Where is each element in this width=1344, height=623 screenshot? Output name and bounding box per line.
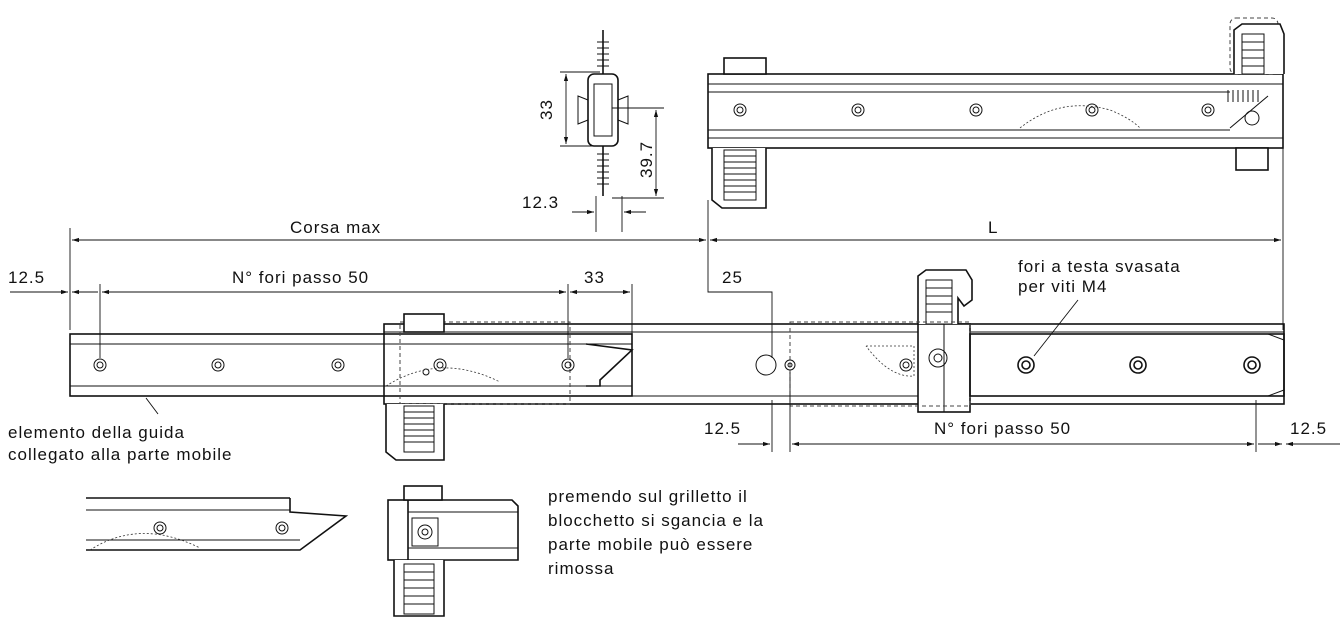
dimension-lines	[10, 148, 1340, 452]
section-total-label: 39.7	[637, 141, 656, 178]
premendo-note-line2: blocchetto si sgancia e la	[548, 511, 764, 530]
detail-tip-view	[86, 497, 349, 551]
length-label: L	[988, 218, 998, 237]
dim-33-label: 33	[584, 268, 605, 287]
edge-right-label: 12.5	[1290, 419, 1327, 438]
cross-section	[560, 30, 664, 232]
fori-note-line2: per viti M4	[1018, 277, 1107, 296]
fori-note: fori a testa svasata per viti M4	[1018, 257, 1186, 296]
elemento-note-line1: elemento della guida	[8, 423, 185, 442]
extended-rail	[69, 269, 1285, 461]
corsa-max-label: Corsa max	[290, 218, 381, 237]
premendo-note-line1: premendo sul grilletto il	[548, 487, 748, 506]
premendo-note-line3: parte mobile può essere	[548, 535, 753, 554]
premendo-note-line4: rimossa	[548, 559, 615, 578]
section-height-label: 33	[537, 99, 556, 120]
premendo-note: premendo sul grilletto il blocchetto si …	[548, 487, 770, 578]
detail-trigger-view	[387, 485, 519, 617]
elemento-note-line2: collegato alla parte mobile	[8, 445, 233, 464]
edge-mid-label: 12.5	[704, 419, 741, 438]
edge-left-label: 12.5	[8, 268, 45, 287]
elemento-note: elemento della guida collegato alla part…	[8, 423, 233, 464]
dim-25-label: 25	[722, 268, 743, 287]
section-width-label: 12.3	[522, 193, 559, 212]
holes-right-label: N° fori passo 50	[934, 419, 1071, 438]
fori-note-line1: fori a testa svasata	[1018, 257, 1181, 276]
closed-rail-view	[707, 17, 1285, 209]
holes-left-label: N° fori passo 50	[232, 268, 369, 287]
